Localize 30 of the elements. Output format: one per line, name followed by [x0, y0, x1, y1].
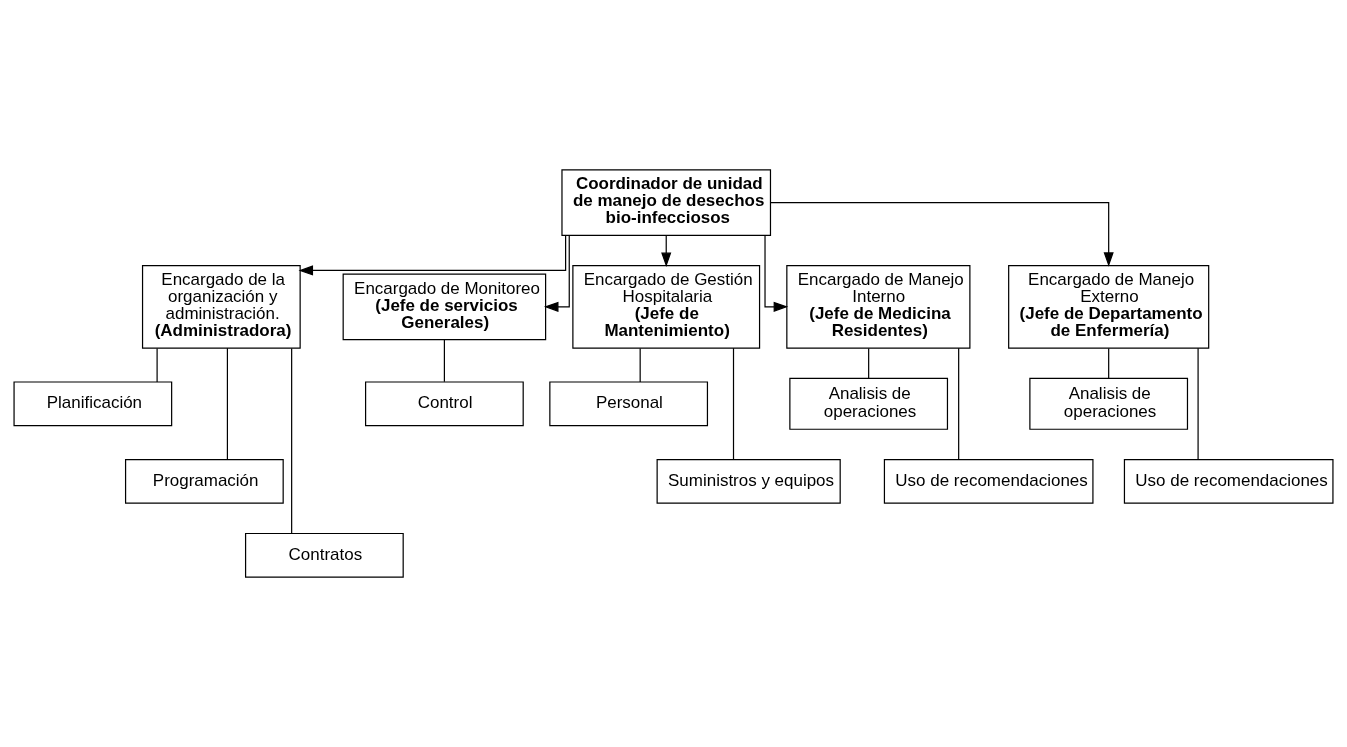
node-box: Planificación [13, 381, 173, 427]
arrow [769, 201, 1114, 267]
connector [226, 347, 228, 461]
node-box: Suministros y equipos [656, 458, 841, 504]
node-box: Encargado de Manejo Interno (Jefe de Medicina Residentes) [786, 265, 971, 349]
arrow [764, 234, 789, 312]
node-box: Encargado de Manejo Externo (Jefe de Departamento de Enfermería) [1008, 265, 1210, 349]
node-box: Programación [124, 458, 284, 504]
connector [639, 347, 641, 383]
connector [1108, 347, 1110, 379]
node-box: Contratos [245, 532, 404, 578]
arrow [298, 234, 567, 276]
arrow [543, 234, 570, 312]
connector [958, 347, 960, 461]
node-box: Uso de recomendaciones [883, 458, 1094, 504]
node-box: Analisis de operaciones [1029, 377, 1189, 430]
node-box: Analisis de operaciones [789, 377, 949, 430]
node-box: Encargado de Monitoreo (Jefe de servicios Generales) [342, 273, 547, 341]
connector [156, 347, 158, 383]
node-box: Encargado de la organización y administración. (Administradora) [141, 265, 301, 349]
node-box: Control [365, 381, 524, 427]
node-box: Coordinador de unidad de manejo de desechos bio-infecciosos [561, 169, 772, 236]
connector [1197, 347, 1199, 461]
connector [443, 339, 445, 383]
node-box: Encargado de Gestión Hospitalaria (Jefe de Mantenimiento) [572, 265, 761, 349]
node-box: Uso de recomendaciones [1123, 458, 1334, 504]
connector [732, 347, 735, 461]
connector [868, 347, 870, 379]
connector [291, 347, 293, 534]
node-box: Personal [549, 381, 709, 427]
